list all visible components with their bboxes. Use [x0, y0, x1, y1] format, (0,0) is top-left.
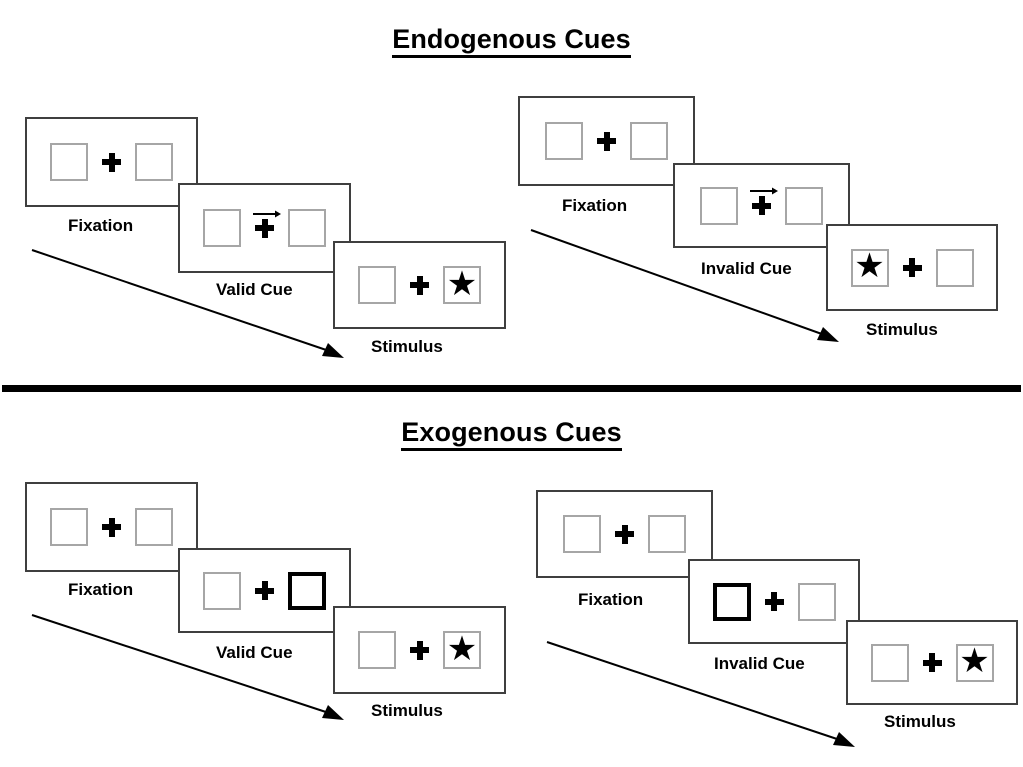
panel-endogenous-valid-fixation	[25, 117, 198, 207]
panel-endogenous-invalid-stimulus: ★	[826, 224, 998, 311]
stimulus-box-right: ★	[443, 266, 481, 304]
flow-arrow-exogenous-invalid	[545, 640, 865, 752]
stimulus-box-left	[203, 571, 241, 610]
fixation-cross-icon	[102, 517, 121, 537]
stimulus-box-right	[648, 515, 686, 553]
panel-label-stimulus: Stimulus	[884, 712, 956, 731]
stimulus-box-right	[630, 122, 668, 160]
cue-arrow-right-icon	[253, 207, 281, 219]
fixation-cross-icon	[615, 524, 634, 544]
center-slot	[764, 592, 784, 611]
center-slot	[410, 640, 429, 660]
panel-label-stimulus: Stimulus	[371, 701, 443, 720]
panel-exogenous-valid-fixation	[25, 482, 198, 572]
section-title-exogenous: Exogenous Cues	[0, 417, 1023, 451]
fixation-cross-icon	[752, 196, 771, 215]
star-icon: ★	[446, 629, 478, 668]
panel-exogenous-invalid-fixation	[536, 490, 713, 578]
panel-exogenous-invalid-cue	[688, 559, 860, 644]
stimulus-box-left	[50, 143, 88, 181]
star-icon: ★	[446, 264, 478, 303]
panel-exogenous-invalid-stimulus: ★	[846, 620, 1018, 705]
panel-label-fixation: Fixation	[578, 590, 644, 609]
flow-arrow-endogenous-invalid	[529, 228, 849, 348]
panel-endogenous-invalid-fixation	[518, 96, 695, 186]
stimulus-box-left-cued	[712, 582, 751, 621]
stimulus-box-left	[700, 186, 738, 225]
stimulus-box-right	[935, 248, 974, 287]
stimulus-box-left	[545, 122, 583, 160]
panel-exogenous-valid-stimulus: ★	[333, 606, 506, 694]
fixation-cross-icon	[410, 640, 429, 660]
panel-label-fixation: Fixation	[68, 216, 134, 235]
fixation-cross-icon	[255, 218, 274, 238]
center-slot	[615, 524, 634, 544]
fixation-cross-icon	[255, 581, 274, 600]
panel-endogenous-invalid-cue	[673, 163, 850, 248]
center-slot	[410, 275, 429, 295]
star-icon: ★	[959, 642, 990, 680]
fixation-cross-icon	[902, 258, 922, 277]
fixation-cross-icon	[102, 152, 121, 172]
panel-label-valid-cue: Valid Cue	[216, 643, 293, 662]
stimulus-box-right	[135, 143, 173, 181]
cue-arrow-right-icon	[750, 184, 778, 196]
panel-endogenous-valid-cue	[178, 183, 351, 273]
fixation-cross-icon	[764, 592, 784, 611]
stimulus-box-left	[358, 631, 396, 669]
center-slot	[102, 152, 121, 172]
stimulus-box-left	[563, 515, 601, 553]
section-title-endogenous-text: Endogenous Cues	[392, 24, 631, 58]
panel-label-stimulus: Stimulus	[371, 337, 443, 356]
center-slot	[597, 131, 616, 151]
stimulus-box-right	[797, 582, 836, 621]
stimulus-box-left	[358, 266, 396, 304]
star-icon: ★	[854, 247, 885, 285]
stimulus-box-left	[50, 508, 88, 546]
flow-arrow-exogenous-valid	[30, 613, 350, 725]
center-slot	[102, 517, 121, 537]
section-title-endogenous: Endogenous Cues	[0, 24, 1023, 58]
stimulus-box-left	[203, 209, 241, 247]
stimulus-box-right-cued	[288, 571, 326, 610]
stimulus-box-left: ★	[850, 247, 889, 287]
fixation-cross-icon	[597, 131, 616, 151]
panel-label-stimulus: Stimulus	[866, 320, 938, 339]
panel-label-fixation: Fixation	[68, 580, 134, 599]
stimulus-box-right	[288, 209, 326, 247]
panel-endogenous-valid-stimulus: ★	[333, 241, 506, 329]
panel-label-invalid-cue: Invalid Cue	[714, 654, 805, 673]
stimulus-box-right: ★	[443, 631, 481, 669]
center-slot	[255, 581, 274, 600]
section-title-exogenous-text: Exogenous Cues	[401, 417, 622, 451]
center-slot	[750, 187, 778, 215]
flow-arrow-endogenous-valid	[30, 248, 350, 363]
panel-label-valid-cue: Valid Cue	[216, 280, 293, 299]
stimulus-box-right	[785, 186, 823, 225]
panel-label-fixation: Fixation	[562, 196, 628, 215]
fixation-cross-icon	[410, 275, 429, 295]
section-divider	[2, 385, 1021, 392]
center-slot	[253, 210, 281, 238]
panel-exogenous-valid-cue	[178, 548, 351, 633]
center-slot	[922, 653, 942, 672]
stimulus-box-left	[870, 643, 909, 682]
center-slot	[902, 258, 922, 277]
stimulus-box-right	[135, 508, 173, 546]
panel-label-invalid-cue: Invalid Cue	[701, 259, 792, 278]
stimulus-box-right: ★	[955, 642, 994, 682]
fixation-cross-icon	[922, 653, 942, 672]
